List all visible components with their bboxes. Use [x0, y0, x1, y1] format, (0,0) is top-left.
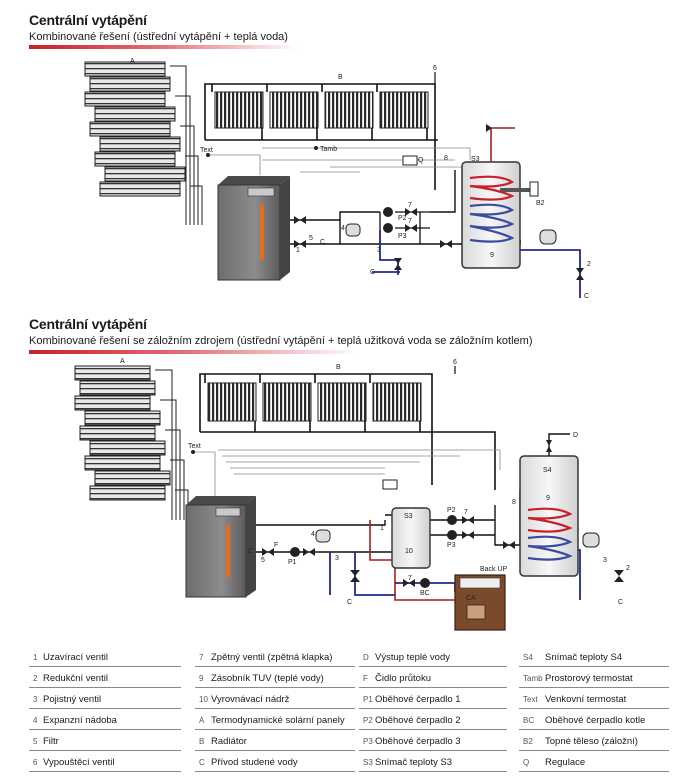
label-s3-1: S3 — [471, 156, 480, 163]
label-tamb-1: Tamb — [320, 146, 337, 153]
label-4-2: 4 — [311, 531, 315, 538]
section2-accent-bar — [29, 350, 359, 354]
label-p1-2: P1 — [288, 559, 297, 566]
label-5-1: 5 — [309, 235, 313, 242]
label-b-1: B — [338, 74, 343, 81]
storage-tank-2 — [519, 455, 579, 577]
label-6-1: 6 — [433, 65, 437, 72]
section1-subtitle: Kombinované řešení (ústřední vytápění + … — [29, 31, 288, 43]
label-2-2: 2 — [626, 565, 630, 572]
diagram-1: A B 6 Text Tamb — [84, 58, 591, 300]
label-c-1c: C — [320, 239, 325, 246]
label-7-2b: 7 — [408, 575, 412, 582]
label-s4-2: S4 — [543, 467, 552, 474]
section1-title: Centrální vytápění — [29, 12, 147, 28]
radiators-b — [204, 72, 438, 190]
label-c-2a: C — [618, 599, 623, 606]
label-5-2: 5 — [261, 557, 265, 564]
backup-boiler-ca — [454, 574, 506, 631]
label-7-1a: 7 — [408, 202, 412, 209]
label-c-1b: C — [370, 269, 375, 276]
label-d-2: D — [573, 432, 578, 439]
label-4-1: 4 — [341, 225, 345, 232]
label-p3-2: P3 — [447, 542, 456, 549]
label-text-2: Text — [188, 443, 201, 450]
section2-subtitle: Kombinované řešení se záložním zdrojem (… — [29, 335, 533, 347]
label-10-2: 10 — [405, 548, 413, 555]
label-9-1: 9 — [490, 252, 494, 259]
solar-panels-a — [84, 61, 203, 225]
label-p3-1: P3 — [398, 233, 407, 240]
section2-title: Centrální vytápění — [29, 316, 147, 332]
label-1-2: 1 — [380, 525, 384, 532]
label-a-2: A — [120, 358, 125, 365]
storage-tank-1 — [461, 161, 539, 269]
label-3-1: 3 — [377, 247, 381, 254]
label-b-2: B — [336, 364, 341, 371]
diagram-2: A B 6 Text 10 — [74, 358, 630, 631]
label-p2-2: P2 — [447, 507, 456, 514]
label-c-2c: C — [248, 548, 253, 555]
section1-accent-bar — [29, 45, 299, 49]
label-backup-2: Back UP — [480, 566, 508, 573]
label-9-2: 9 — [546, 495, 550, 502]
solar-panels-a-2 — [74, 365, 189, 520]
label-b2-1: B2 — [536, 200, 545, 207]
label-7-2a: 7 — [464, 509, 468, 516]
label-c-2b: C — [347, 599, 352, 606]
label-6-2: 6 — [453, 359, 457, 366]
label-8-1: 8 — [444, 155, 448, 162]
label-2-1: 2 — [587, 261, 591, 268]
label-f-2: F — [274, 542, 278, 549]
label-3-2b: 3 — [603, 557, 607, 564]
label-8-2: 8 — [512, 499, 516, 506]
radiators-b-2 — [199, 366, 496, 490]
label-c-1a: C — [584, 293, 589, 300]
boiler-1 — [217, 176, 290, 281]
label-a-1: A — [130, 58, 135, 65]
label-ca-2: CA — [466, 595, 476, 602]
label-bc-2: BC — [420, 590, 430, 597]
label-s3-2: S3 — [404, 513, 413, 520]
label-text-1: Text — [200, 147, 213, 154]
label-3-2: 3 — [335, 555, 339, 562]
label-1-1: 1 — [296, 247, 300, 254]
label-q-1: Q — [418, 157, 424, 164]
label-7-1b: 7 — [408, 218, 412, 225]
schematic-diagrams: A B 6 Text Tamb — [74, 58, 630, 631]
boiler-2 — [185, 496, 256, 598]
label-p2-1: P2 — [398, 215, 407, 222]
